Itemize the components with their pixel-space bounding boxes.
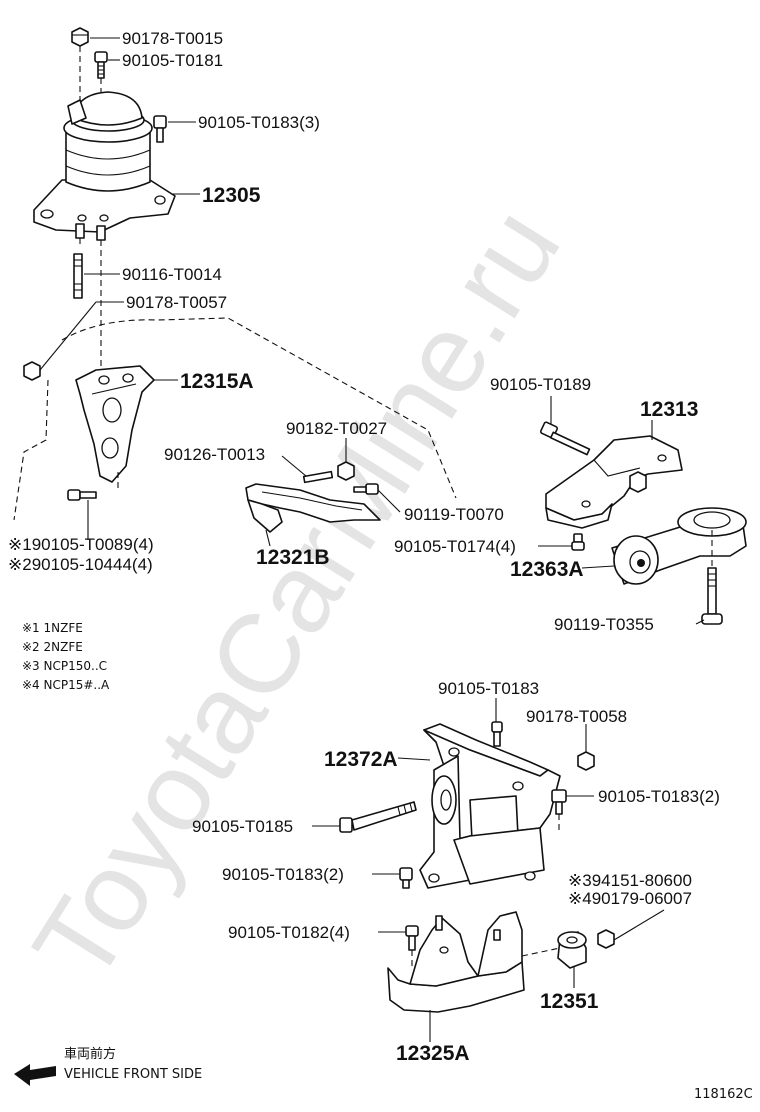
part-number-label[interactable]: 90105-T0183 xyxy=(438,679,539,698)
part-number-label[interactable]: 90105-T0182(4) xyxy=(228,923,350,942)
bracket-12313[interactable] xyxy=(545,435,683,529)
part-number-label[interactable]: 90119-T0070 xyxy=(404,505,504,524)
part-number-label[interactable]: 90105-T0183(2) xyxy=(598,787,720,806)
part-labels: 90178-T0015 90105-T0181 90105-T0183(3) 1… xyxy=(8,29,720,1065)
assembly-number-label[interactable]: 12351 xyxy=(540,990,599,1013)
bracket-12321b[interactable] xyxy=(245,483,381,533)
leader-lines xyxy=(39,37,705,1042)
assembly-number-label[interactable]: 12315A xyxy=(180,370,254,393)
applicability-notes: ※1 1NZFE ※2 2NZFE ※3 NCP150..C ※4 NCP15#… xyxy=(22,621,110,692)
bolt-icon xyxy=(153,115,167,143)
bolt-icon xyxy=(67,489,97,501)
part-number-label[interactable]: 90178-T0058 xyxy=(526,707,627,726)
note-line: ※4 NCP15#..A xyxy=(22,678,110,692)
part-number-label[interactable]: 90119-T0355 xyxy=(554,615,654,634)
assembly-number-label[interactable]: 12305 xyxy=(202,184,261,207)
note-line: ※1 1NZFE xyxy=(22,621,83,635)
assembly-number-label[interactable]: 12313 xyxy=(640,398,698,421)
part-number-label[interactable]: 90178-T0015 xyxy=(122,29,223,48)
figure-id: 118162C xyxy=(694,1087,753,1102)
bracket-12372a[interactable] xyxy=(419,723,561,889)
assembly-number-label[interactable]: 12372A xyxy=(324,748,398,771)
part-number-label[interactable]: 90116-T0014 xyxy=(122,265,222,284)
front-label-jp: 車両前方 xyxy=(64,1046,116,1062)
nut-icon xyxy=(577,751,595,771)
engine-mount-12305[interactable] xyxy=(33,27,176,241)
stud-icon xyxy=(302,470,334,484)
nut-icon xyxy=(71,27,89,47)
bracket-12315a[interactable] xyxy=(75,365,155,483)
nut-icon xyxy=(23,361,41,381)
bolt-icon xyxy=(339,801,417,833)
front-label-en: VEHICLE FRONT SIDE xyxy=(64,1067,202,1082)
part-number-label[interactable]: 90105-T0185 xyxy=(192,817,293,836)
vehicle-front-indicator: 車両前方 VEHICLE FRONT SIDE xyxy=(14,1046,202,1086)
assembly-number-label[interactable]: 12363A xyxy=(510,558,584,581)
part-number-label[interactable]: 90105-T0183(2) xyxy=(222,865,344,884)
part-number-label[interactable]: ※190105-T0089(4) xyxy=(8,535,154,554)
bolt-icon xyxy=(491,721,503,747)
nut-icon xyxy=(337,461,355,481)
note-line: ※3 NCP150..C xyxy=(22,659,107,673)
note-line: ※2 2NZFE xyxy=(22,640,83,654)
cushion-12351[interactable] xyxy=(557,931,587,969)
part-number-label[interactable]: 90126-T0013 xyxy=(164,445,265,464)
part-number-label[interactable]: 90182-T0027 xyxy=(286,419,387,438)
bolt-icon xyxy=(571,533,585,551)
part-number-label[interactable]: ※290105-10444(4) xyxy=(8,555,153,574)
bolt-icon xyxy=(701,567,723,625)
nut-icon xyxy=(597,929,615,949)
part-number-label[interactable]: 90105-T0181 xyxy=(122,51,223,70)
part-number-label[interactable]: 90105-T0189 xyxy=(490,375,591,394)
torque-rod-12363a[interactable] xyxy=(611,507,747,585)
front-arrow-icon xyxy=(14,1064,56,1086)
bolt-icon xyxy=(405,925,419,951)
stud-icon xyxy=(73,253,83,299)
assembly-number-label[interactable]: 12321B xyxy=(256,546,330,569)
bracket-12325a[interactable] xyxy=(387,911,525,1013)
bolt-icon xyxy=(399,867,413,889)
assembly-number-label[interactable]: 12325A xyxy=(396,1042,470,1065)
bolt-icon xyxy=(94,51,108,79)
part-number-label[interactable]: 90178-T0057 xyxy=(126,293,227,312)
bolt-icon xyxy=(551,789,567,815)
part-number-label[interactable]: 90105-T0183(3) xyxy=(198,113,320,132)
part-number-label[interactable]: ※490179-06007 xyxy=(568,889,692,908)
bolt-icon xyxy=(539,421,591,456)
part-number-label[interactable]: ※394151-80600 xyxy=(568,871,692,890)
bolt-icon xyxy=(353,483,379,495)
part-number-label[interactable]: 90105-T0174(4) xyxy=(394,537,516,556)
